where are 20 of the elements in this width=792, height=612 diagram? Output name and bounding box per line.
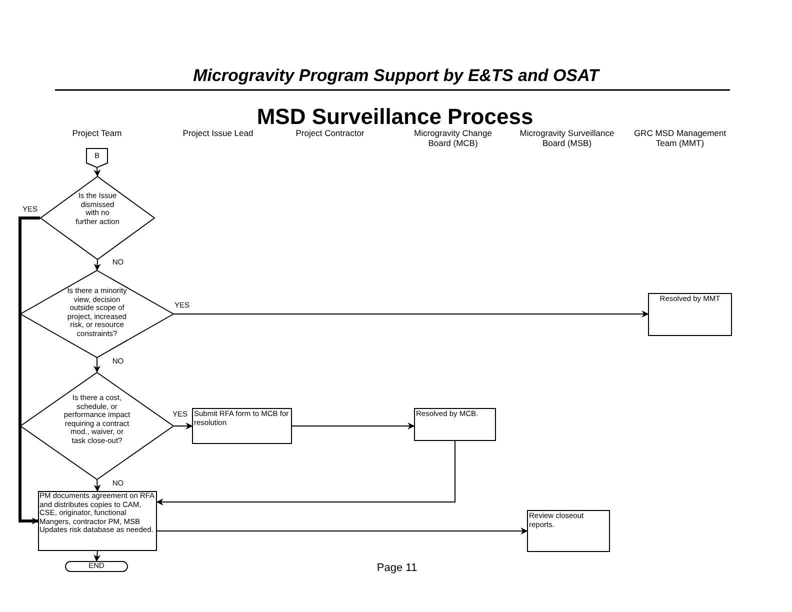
lane-header: Project Team <box>72 129 122 139</box>
arrow <box>292 422 415 430</box>
page-number: Page 11 <box>376 562 418 575</box>
arrow <box>94 480 101 492</box>
lane-header: GRC MSD Management Team (MMT) <box>632 129 728 149</box>
arrow <box>94 260 101 271</box>
arrow <box>156 440 456 506</box>
heading: MSD Surveillance Process <box>256 104 534 130</box>
arrow <box>94 550 101 562</box>
arrow <box>174 310 649 318</box>
arrow <box>94 168 101 177</box>
lane-header: Project Issue Lead <box>182 129 254 139</box>
lane-header: Microgravity Surveillance Board (MSB) <box>518 129 616 149</box>
title: Microgravity Program Support by E&TS and OSAT <box>192 66 601 86</box>
arrow <box>18 216 40 524</box>
arrow <box>156 528 528 534</box>
arrow <box>174 422 193 430</box>
arrow <box>94 358 100 373</box>
lane-header: Project Contractor <box>296 129 364 139</box>
lane-header: Microgravity Change Board (MCB) <box>413 129 493 149</box>
